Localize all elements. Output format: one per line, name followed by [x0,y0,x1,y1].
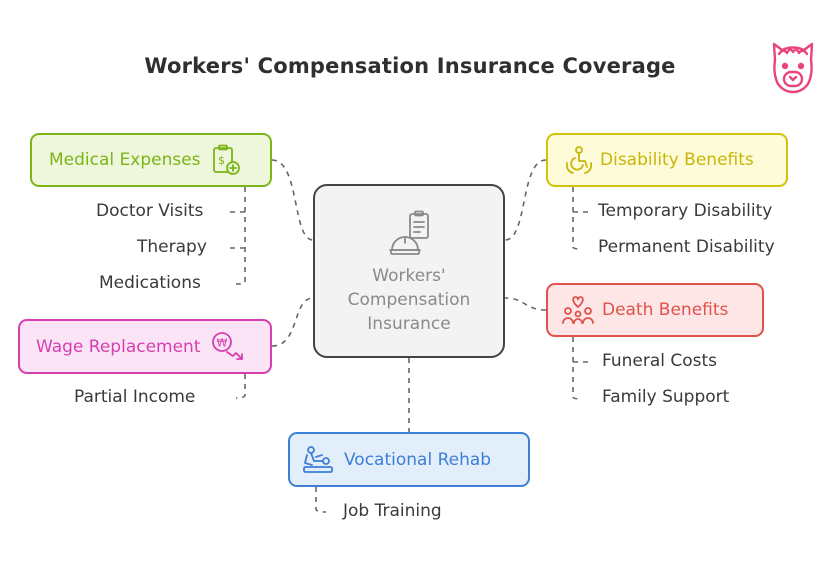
won-decline-icon: ₩ [211,331,245,363]
disability-icon [564,145,594,175]
death-benefits-node: Death Benefits [546,283,764,337]
svg-text:$: $ [218,154,225,167]
medical-item-doctor-visits: Doctor Visits [96,201,204,221]
vocational-item-job-training: Job Training [343,501,442,521]
svg-text:₩: ₩ [216,336,227,349]
death-benefits-label: Death Benefits [602,300,729,320]
wage-replacement-node: Wage Replacement ₩ [18,319,272,374]
helmet-clipboard-icon [388,210,436,262]
wage-replacement-label: Wage Replacement [36,336,201,357]
page-title: Workers' Compensation Insurance Coverage [144,54,676,78]
medical-item-therapy: Therapy [137,237,207,257]
medical-item-medications: Medications [99,273,201,293]
center-node: Workers' Compensation Insurance [313,184,505,358]
medical-bill-icon: $ [211,144,241,176]
rehab-icon [302,445,334,475]
medical-expenses-node: Medical Expenses $ [30,133,272,187]
disability-benefits-node: Disability Benefits [546,133,788,187]
death-item-family-support: Family Support [602,387,730,407]
death-item-funeral-costs: Funeral Costs [602,351,718,371]
disability-benefits-label: Disability Benefits [600,150,754,170]
vocational-rehab-node: Vocational Rehab [288,432,530,487]
disability-item-temporary: Temporary Disability [598,201,773,221]
alpaca-logo-icon [770,40,816,98]
center-line-1: Workers' [372,266,446,286]
disability-item-permanent: Permanent Disability [598,237,775,257]
medical-expenses-label: Medical Expenses [49,150,201,170]
family-heart-icon [562,295,594,325]
center-line-3: Insurance [367,314,451,334]
vocational-rehab-label: Vocational Rehab [344,449,492,470]
center-line-2: Compensation [347,290,471,310]
wage-item-partial-income: Partial Income [74,387,196,407]
